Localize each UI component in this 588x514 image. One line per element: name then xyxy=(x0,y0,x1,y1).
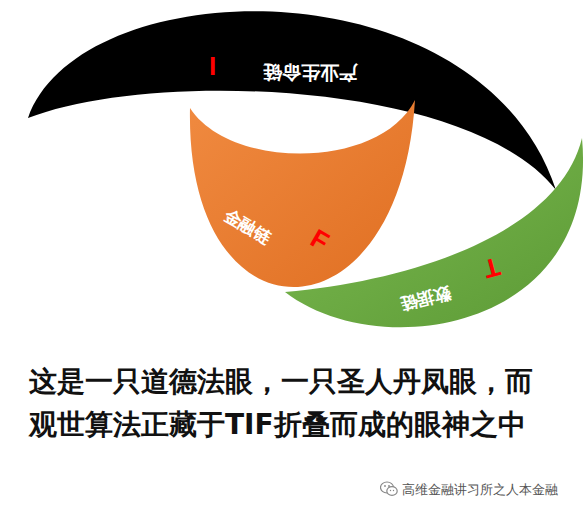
band-shape xyxy=(185,98,420,298)
watermark: 高维金融讲习所之人本金融 xyxy=(402,482,558,498)
chain-letter: I xyxy=(209,53,216,79)
chain-name: 产业生命链 xyxy=(263,63,358,82)
wechat-icon xyxy=(380,481,398,497)
band-fill xyxy=(190,100,415,287)
caption-text: 这是一只道德法眼，一只圣人丹凤眼，而 观世算法正藏于TIF折叠而成的眼神之中 xyxy=(29,360,559,446)
band-fill xyxy=(285,138,583,327)
iris-band: 金融链F xyxy=(185,98,420,298)
